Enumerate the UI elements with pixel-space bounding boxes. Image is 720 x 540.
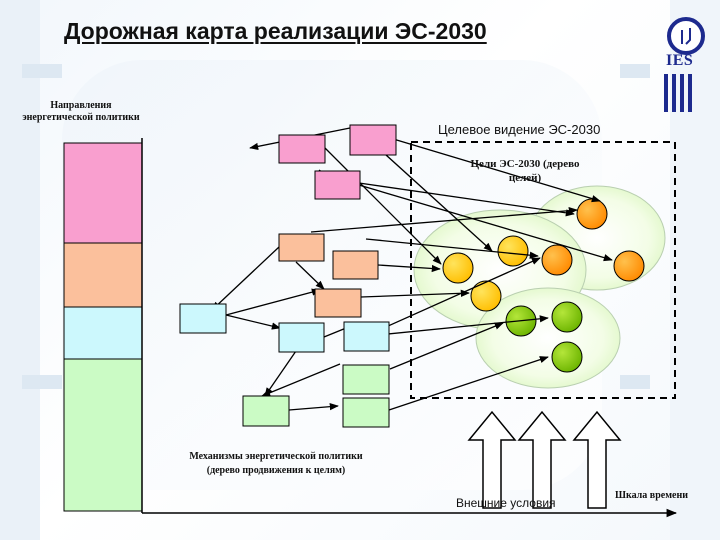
mechanism-box-green (342, 364, 390, 395)
connector-arrow (225, 314, 281, 330)
connector-arrows (211, 125, 613, 411)
bg-right-band (670, 0, 720, 540)
mechanism-boxes (179, 124, 397, 428)
bar-segment-green (63, 358, 143, 512)
connector-arrow (295, 261, 325, 290)
logo-bar (680, 74, 684, 112)
connector-arrow (374, 144, 493, 252)
up-arrow-icon (572, 410, 622, 509)
mechanism-box-green (242, 395, 290, 427)
goal-circle (551, 301, 583, 333)
goal-circle (470, 280, 502, 312)
vision-label: Целевое видение ЭС-2030 (438, 122, 601, 137)
logo-mark-icon (681, 28, 691, 45)
connector-arrow (211, 246, 280, 311)
bg-rounded-panel (62, 60, 602, 490)
bg-right-tab (620, 375, 650, 389)
page-title: Дорожная карта реализации ЭС-2030 (64, 18, 487, 44)
mechanisms-label: Механизмы энергетической политики (дерев… (189, 451, 363, 476)
goal-circle (442, 252, 474, 284)
bg-left-tab (22, 375, 62, 389)
mechanism-box-pink (349, 124, 397, 156)
mechanism-box-cyan (278, 322, 325, 353)
mechanism-box-peach (314, 288, 362, 318)
bar-segment-cyan (63, 306, 143, 360)
mechanism-box-pink (314, 170, 361, 200)
connector-arrow (264, 350, 297, 397)
connector-arrow (367, 257, 541, 336)
logo-bar (672, 74, 676, 112)
up-arrow-icon (517, 410, 567, 509)
timescale-label: Шкала времени (615, 490, 688, 501)
directions-label: Направления энергетической политики (22, 100, 140, 123)
external-arrows (467, 410, 622, 509)
bg-right-tab (620, 64, 650, 78)
up-arrow-icon (467, 410, 517, 509)
bg-left-tab (22, 64, 62, 78)
connector-arrow (358, 184, 613, 262)
logo-ring-icon (667, 17, 705, 55)
goal-circle (497, 235, 529, 267)
directions-bar (63, 142, 143, 512)
bar-segment-peach (63, 242, 143, 308)
bg-left-band (0, 0, 40, 540)
logo-bar (664, 74, 668, 112)
connector-arrow (388, 356, 549, 411)
goal-circle (551, 341, 583, 373)
connector-arrow (225, 288, 321, 316)
goal-circle (576, 198, 608, 230)
logo-text: IES (666, 52, 694, 69)
mechanism-box-green (342, 397, 390, 428)
mechanism-box-cyan (179, 303, 227, 334)
goal-circle (541, 244, 573, 276)
connector-arrow (367, 315, 549, 337)
connector-arrow (365, 238, 539, 259)
connector-arrow (360, 289, 470, 298)
connector-arrow (310, 207, 578, 233)
mechanism-box-cyan (343, 321, 390, 352)
mechanism-box-peach (332, 250, 379, 280)
logo-bar (688, 74, 692, 112)
ies-logo (664, 17, 705, 112)
connector-arrow (358, 182, 575, 217)
connector-arrow (261, 363, 341, 397)
goal-circle (613, 250, 645, 282)
goal-circles (442, 198, 645, 373)
goals-label: Цели ЭС-2030 (дерево целей) (470, 158, 580, 184)
mechanism-box-peach (278, 233, 325, 262)
connector-arrow (377, 264, 441, 273)
target-vision-frame (410, 141, 676, 399)
connector-arrow (389, 322, 504, 370)
mechanism-box-pink (278, 134, 326, 164)
bar-segment-pink (63, 142, 143, 244)
external-conditions-label: Внешние условия (456, 496, 556, 510)
connector-arrow (288, 403, 339, 411)
